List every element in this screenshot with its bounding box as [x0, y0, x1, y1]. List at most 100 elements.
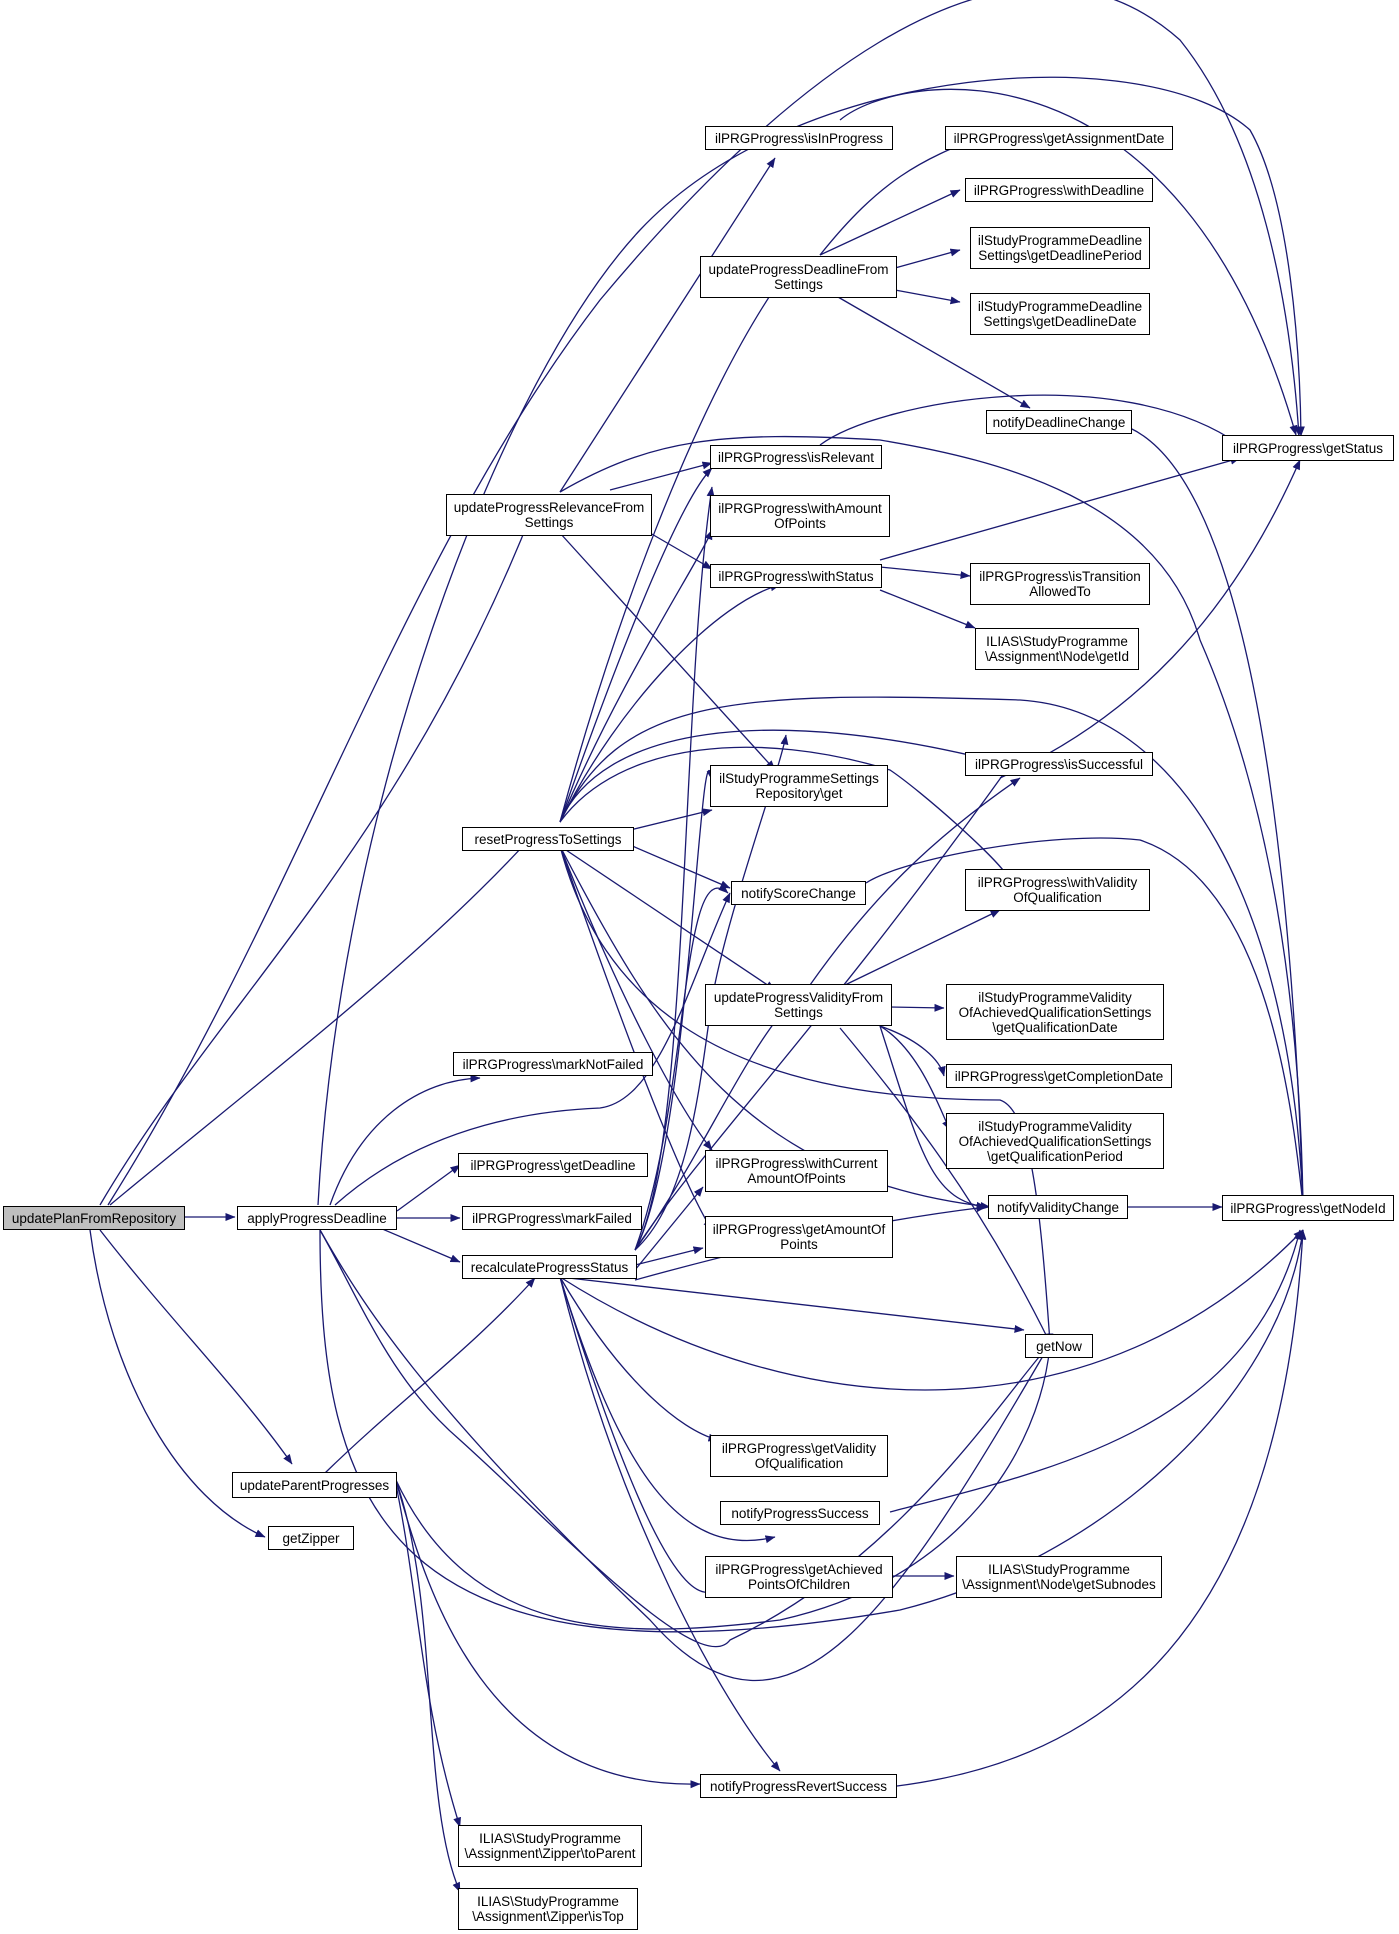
edge — [839, 88, 1298, 436]
edge — [634, 764, 1011, 1251]
edge — [319, 1229, 1306, 1633]
node-with-validity-of-qualification[interactable]: ilPRGProgress\withValidity OfQualificati… — [965, 869, 1150, 911]
node-mark-failed[interactable]: ilPRGProgress\markFailed — [462, 1206, 642, 1230]
edge — [559, 729, 1011, 823]
node-is-relevant[interactable]: ilPRGProgress\isRelevant — [710, 445, 882, 469]
node-get-node-id[interactable]: ilPRGProgress\getNodeId — [1222, 1195, 1394, 1221]
edge — [559, 1276, 776, 1544]
edge — [394, 1344, 1054, 1630]
node-get-deadline-date[interactable]: ilStudyProgrammeDeadline Settings\getDea… — [970, 293, 1150, 335]
edge — [889, 1003, 945, 1012]
edge — [559, 583, 781, 823]
node-node-get-id[interactable]: ILIAS\StudyProgramme \Assignment\Node\ge… — [975, 628, 1139, 670]
edge — [559, 157, 776, 493]
call-edges — [89, 0, 1307, 1893]
node-reset-progress-to-settings[interactable]: resetProgressToSettings — [462, 827, 634, 851]
edge — [559, 1276, 719, 1598]
edge — [559, 845, 713, 1231]
edge — [809, 777, 1021, 986]
node-get-subnodes[interactable]: ILIAS\StudyProgramme \Assignment\Node\ge… — [956, 1556, 1162, 1598]
node-get-zipper[interactable]: getZipper — [268, 1526, 354, 1550]
node-get-deadline[interactable]: ilPRGProgress\getDeadline — [458, 1153, 648, 1177]
edge — [559, 1229, 1304, 1391]
edge — [319, 1229, 1051, 1648]
edge — [634, 1186, 704, 1271]
node-notify-validity-change[interactable]: notifyValidityChange — [988, 1195, 1128, 1219]
node-get-achieved-points-of-children[interactable]: ilPRGProgress\getAchieved PointsOfChildr… — [705, 1556, 893, 1598]
edge — [819, 134, 986, 256]
node-notify-score-change[interactable]: notifyScoreChange — [731, 881, 866, 905]
node-with-status[interactable]: ilPRGProgress\withStatus — [710, 564, 882, 588]
node-apply-progress-deadline[interactable]: applyProgressDeadline — [237, 1206, 397, 1230]
edge — [634, 883, 729, 1251]
edge — [896, 1229, 1307, 1787]
node-get-completion-date[interactable]: ilPRGProgress\getCompletionDate — [946, 1064, 1172, 1088]
edge — [844, 909, 1001, 986]
edge — [559, 1276, 1025, 1333]
edge — [879, 589, 976, 629]
edge — [865, 837, 1306, 1206]
node-notify-progress-revert-success[interactable]: notifyProgressRevertSuccess — [700, 1774, 897, 1798]
edge — [559, 696, 1307, 1206]
edge — [559, 435, 1307, 1206]
node-mark-not-failed[interactable]: ilPRGProgress\markNotFailed — [453, 1052, 653, 1076]
edge — [629, 808, 713, 831]
node-update-parent-progresses[interactable]: updateParentProgresses — [232, 1472, 397, 1498]
node-zipper-to-parent[interactable]: ILIAS\StudyProgramme \Assignment\Zipper\… — [458, 1825, 642, 1867]
node-get-amount-of-points[interactable]: ilPRGProgress\getAmountOf Points — [705, 1216, 893, 1258]
edge — [109, 832, 536, 1206]
node-is-transition-allowed-to[interactable]: ilPRGProgress\isTransition AllowedTo — [970, 563, 1150, 605]
edge — [999, 459, 1301, 779]
edge — [819, 189, 961, 256]
edge — [634, 769, 715, 1251]
edge — [894, 248, 961, 269]
edge — [819, 394, 1241, 446]
edge — [634, 1246, 704, 1266]
node-get-validity-of-qualification[interactable]: ilPRGProgress\getValidity OfQualificatio… — [710, 1435, 888, 1477]
edge — [396, 1164, 461, 1212]
node-settings-repository-get[interactable]: ilStudyProgrammeSettings Repository\get — [710, 765, 888, 807]
node-with-amount-of-points[interactable]: ilPRGProgress\withAmount OfPoints — [710, 495, 890, 537]
node-get-now[interactable]: getNow — [1025, 1334, 1093, 1358]
edge — [559, 845, 991, 1210]
node-zipper-is-top[interactable]: ILIAS\StudyProgramme \Assignment\Zipper\… — [458, 1888, 638, 1930]
node-with-deadline[interactable]: ilPRGProgress\withDeadline — [965, 178, 1153, 202]
edge — [894, 289, 961, 305]
node-get-status[interactable]: ilPRGProgress\getStatus — [1222, 435, 1394, 461]
edge — [334, 892, 731, 1206]
edge — [629, 844, 731, 889]
edge — [879, 1025, 951, 1131]
edge — [559, 845, 776, 991]
edge — [559, 746, 1011, 881]
edge — [559, 1276, 781, 1772]
edge — [559, 1276, 719, 1442]
edge — [879, 1025, 987, 1210]
node-get-deadline-period[interactable]: ilStudyProgrammeDeadline Settings\getDea… — [970, 227, 1150, 269]
edge — [879, 1025, 946, 1077]
edge — [634, 486, 715, 1251]
node-recalculate-progress-status[interactable]: recalculateProgressStatus — [462, 1255, 637, 1279]
edge — [609, 461, 713, 491]
node-get-qualification-date[interactable]: ilStudyProgrammeValidity OfAchievedQuali… — [946, 984, 1164, 1040]
edge — [649, 532, 713, 570]
edge — [329, 1074, 481, 1206]
edge — [99, 504, 536, 1206]
node-notify-progress-success[interactable]: notifyProgressSuccess — [720, 1501, 880, 1525]
node-is-successful[interactable]: ilPRGProgress\isSuccessful — [965, 752, 1153, 776]
node-update-progress-validity-from-settings[interactable]: updateProgressValidityFrom Settings — [705, 984, 892, 1026]
edge — [559, 287, 776, 823]
node-is-in-progress[interactable]: ilPRGProgress\isInProgress — [705, 126, 893, 150]
node-get-qualification-period[interactable]: ilStudyProgrammeValidity OfAchievedQuali… — [946, 1113, 1164, 1169]
node-update-plan-from-repository[interactable]: updatePlanFromRepository — [3, 1206, 185, 1230]
edge — [559, 845, 713, 1151]
edge — [394, 1479, 461, 1828]
edge — [394, 1477, 461, 1893]
edge — [559, 532, 776, 771]
edge — [879, 566, 971, 580]
node-update-progress-deadline-from-settings[interactable]: updateProgressDeadlineFrom Settings — [700, 256, 897, 298]
node-with-current-amount-of-points[interactable]: ilPRGProgress\withCurrent AmountOfPoints — [705, 1150, 888, 1192]
node-get-assignment-date[interactable]: ilPRGProgress\getAssignmentDate — [945, 126, 1173, 150]
node-notify-deadline-change[interactable]: notifyDeadlineChange — [986, 410, 1132, 434]
node-update-progress-relevance-from-settings[interactable]: updateProgressRelevanceFrom Settings — [446, 494, 652, 536]
